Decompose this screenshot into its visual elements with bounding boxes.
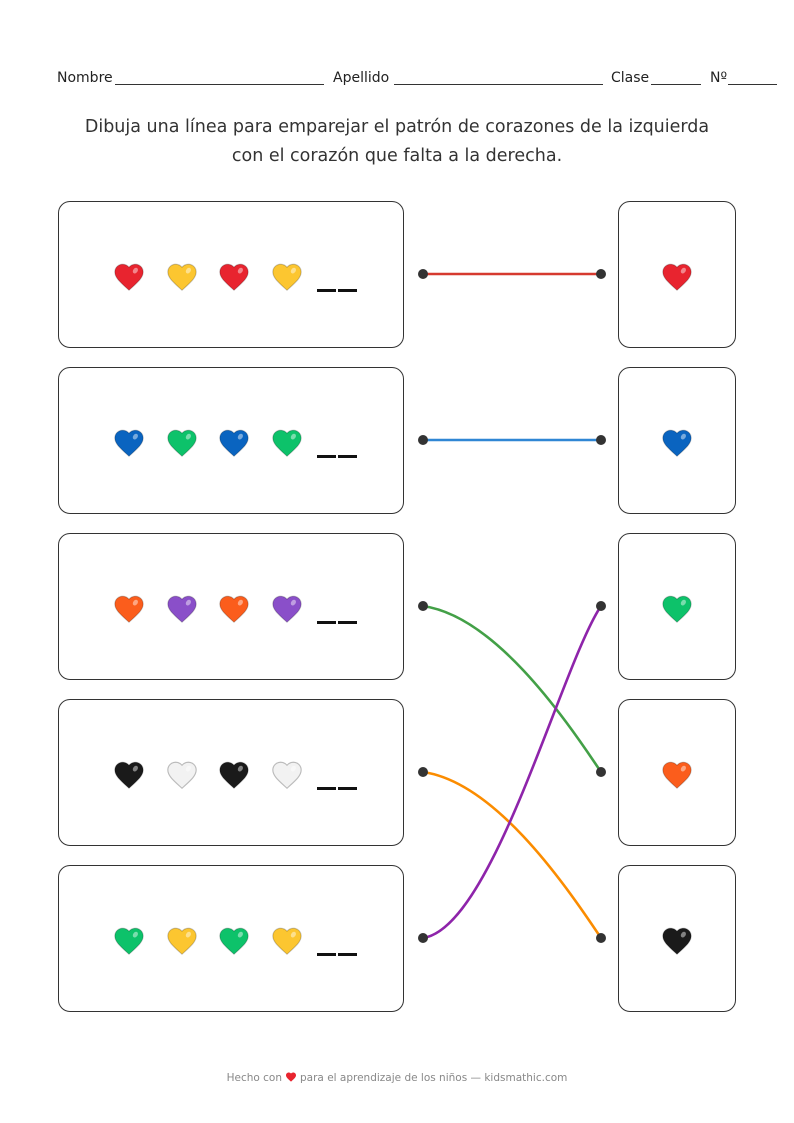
instructions: Dibuja una línea para emparejar el patró…	[0, 113, 794, 171]
answer-blank: __	[317, 924, 359, 958]
answer-box[interactable]	[618, 865, 736, 1012]
answer-blank: __	[317, 260, 359, 294]
heart-icon	[114, 761, 144, 790]
answer-blank: __	[317, 758, 359, 792]
pattern-box: __	[58, 367, 404, 514]
right-connector-dot[interactable]	[596, 435, 606, 445]
left-connector-dot[interactable]	[418, 435, 428, 445]
name-label: Nombre	[57, 70, 113, 86]
footer-text-after: para el aprendizaje de los niños — kidsm…	[300, 1072, 568, 1084]
pattern-box: __	[58, 699, 404, 846]
surname-field[interactable]	[394, 84, 603, 85]
connection-line	[422, 605, 603, 940]
class-field[interactable]	[651, 84, 701, 85]
number-field[interactable]	[728, 84, 777, 85]
answer-blank: __	[317, 592, 359, 626]
right-connector-dot[interactable]	[596, 269, 606, 279]
answer-box[interactable]	[618, 533, 736, 680]
left-connector-dot[interactable]	[418, 269, 428, 279]
heart-icon	[167, 429, 197, 458]
pattern-box: __	[58, 865, 404, 1012]
heart-icon	[662, 263, 692, 292]
heart-icon	[662, 761, 692, 790]
heart-icon	[272, 595, 302, 624]
instructions-line-1: Dibuja una línea para emparejar el patró…	[84, 117, 710, 137]
heart-icon	[167, 927, 197, 956]
name-field[interactable]	[115, 84, 324, 85]
footer-text-before: Hecho con	[226, 1072, 282, 1084]
pattern-box: __	[58, 533, 404, 680]
answer-box[interactable]	[618, 699, 736, 846]
heart-icon	[272, 761, 302, 790]
heart-icon	[219, 429, 249, 458]
heart-icon	[114, 429, 144, 458]
heart-icon	[662, 429, 692, 458]
heart-icon	[272, 263, 302, 292]
heart-icon	[114, 595, 144, 624]
connection-line	[422, 770, 603, 939]
left-connector-dot[interactable]	[418, 767, 428, 777]
heart-icon	[272, 927, 302, 956]
answer-box[interactable]	[618, 201, 736, 348]
heart-icon	[272, 429, 302, 458]
surname-label: Apellido	[333, 70, 390, 86]
pattern-box: __	[58, 201, 404, 348]
left-connector-dot[interactable]	[418, 933, 428, 943]
heart-icon	[114, 927, 144, 956]
heart-icon	[286, 1072, 296, 1082]
heart-icon	[167, 595, 197, 624]
answer-blank: __	[317, 426, 359, 460]
heart-icon	[662, 927, 692, 956]
instructions-line-2: con el corazón que falta a la derecha.	[231, 146, 563, 166]
right-connector-dot[interactable]	[596, 933, 606, 943]
number-label: Nº	[710, 70, 728, 86]
heart-icon	[219, 761, 249, 790]
connection-line	[422, 604, 603, 773]
answer-box[interactable]	[618, 367, 736, 514]
heart-icon	[114, 263, 144, 292]
left-connector-dot[interactable]	[418, 601, 428, 611]
right-connector-dot[interactable]	[596, 601, 606, 611]
heart-icon	[167, 761, 197, 790]
heart-icon	[167, 263, 197, 292]
heart-icon	[219, 595, 249, 624]
heart-icon	[219, 263, 249, 292]
heart-icon	[219, 927, 249, 956]
right-connector-dot[interactable]	[596, 767, 606, 777]
footer: Hecho con para el aprendizaje de los niño…	[0, 1071, 794, 1084]
class-label: Clase	[611, 70, 650, 86]
heart-icon	[662, 595, 692, 624]
